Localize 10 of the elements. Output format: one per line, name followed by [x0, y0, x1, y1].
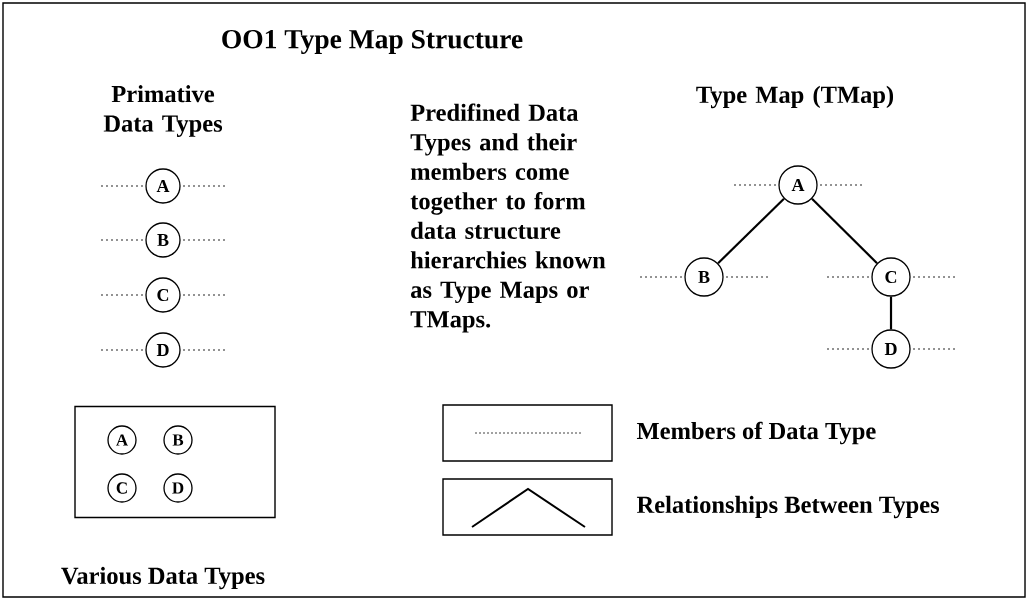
label-text: Primative Data Types	[103, 85, 223, 137]
title: OO1 Type Map Structure	[222, 29, 523, 55]
relationship-line	[717, 197, 785, 265]
label-text: Predifined Data Types and their members come together to form data structure hierarchies known as Type Maps or TMaps.	[410, 103, 606, 333]
relationship-line	[811, 198, 878, 264]
box-caption: Various Data Types	[61, 566, 265, 590]
relationship-line	[889, 296, 893, 330]
legend-text: Relationships Between Types	[636, 495, 940, 519]
label-text: Type Map (TMap)	[696, 85, 894, 109]
legend-text: Members of Data Type	[636, 421, 876, 445]
